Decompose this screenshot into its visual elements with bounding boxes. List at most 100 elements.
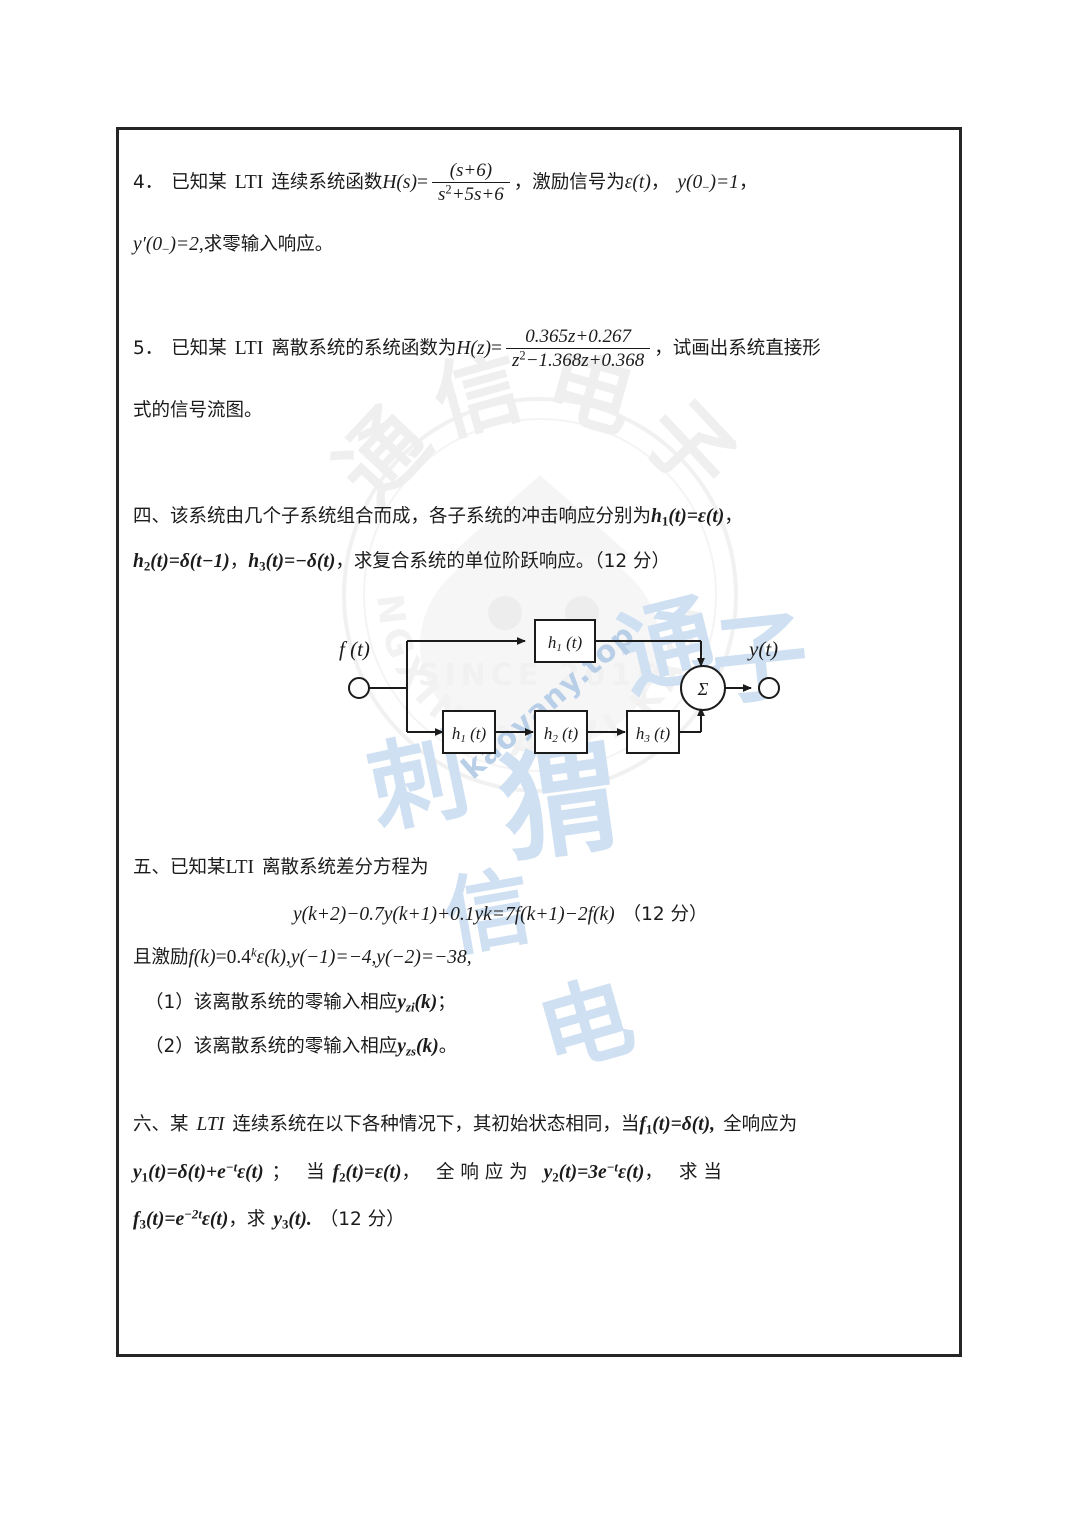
section-four-h2-expr: (t)=δ(t−1) [150, 551, 230, 572]
section-six-f1-sub: 1 [645, 1122, 653, 1137]
section-six-y3-sub: 3 [281, 1217, 289, 1232]
section-five-yzi: y [397, 992, 406, 1013]
q4-lti: LTI [234, 171, 264, 193]
q5-equals: = [491, 337, 503, 359]
q4-epsilon: ε(t) [624, 171, 651, 193]
section-five-item-1: （1）该离散系统的零输入相应yzi(k)； [145, 992, 456, 1015]
section-four-line-2: h2(t)=δ(t−1)，h3(t)=−δ(t)，求复合系统的单位阶跃响应。（1… [133, 551, 671, 574]
section-six-y1-tail: ε(t) [237, 1162, 264, 1183]
block-h1-bottom-label: h1 (t) [452, 724, 487, 745]
section-five-lti: LTI [225, 857, 255, 878]
question-5-line-2: 式的信号流图。 [133, 400, 263, 421]
section-six-f3-sub: 3 [139, 1217, 146, 1232]
q4-denominator-exp: 2 [445, 182, 452, 197]
output-node [758, 677, 780, 699]
section-six-comma-3: ，求 [228, 1209, 266, 1230]
input-node [348, 677, 370, 699]
section-six-y2-exp: −t [606, 1160, 619, 1175]
section-six-f1-expr: (t)=δ(t), [652, 1114, 716, 1135]
block-h3-label: h3 (t) [636, 724, 671, 745]
section-five-item-2: （2）该离散系统的零输入相应yzs(k)。 [145, 1036, 458, 1058]
section-six-qiu-dang: 求 当 [678, 1162, 722, 1183]
q4-yprime-minus: − [162, 242, 170, 257]
q4-y0-minus: − [702, 180, 710, 195]
section-six-y2-expr: (t)=3e [558, 1162, 607, 1183]
section-six-y2: y [543, 1162, 553, 1183]
section-six-text-a: 六、某 [133, 1114, 189, 1135]
q4-y0-post: )=1 [709, 171, 739, 193]
section-six-f3-expr: (t)=e [145, 1209, 185, 1230]
section-five-yzi-sub: zi [405, 1000, 415, 1015]
section-five-yzs: y [397, 1036, 406, 1057]
section-six-y2-tail: ε(t) [618, 1162, 645, 1183]
section-six-y1-exp: −t [225, 1160, 238, 1175]
q4-fraction: (s+6)s2+5s+6 [432, 161, 510, 204]
section-six-f3-exp: −2t [184, 1207, 202, 1222]
q4-text-a: 已知某 [171, 171, 227, 193]
section-five-marks: （12 分） [622, 904, 708, 925]
section-four-comma-1: ， [229, 551, 249, 572]
q5-denominator-post: −1.368z+0.368 [525, 350, 645, 371]
q4-denominator-pre: s [438, 184, 446, 205]
section-five-item-2-tail: 。 [438, 1036, 458, 1057]
summer-label: Σ [697, 679, 709, 699]
section-four-text-a: 四、该系统由几个子系统组合而成，各子系统的冲击响应分别为 [133, 506, 652, 527]
q4-text-c: ，激励信号为 [513, 171, 625, 193]
section-four-h2: h [133, 551, 144, 572]
section-five-fk: f(k) [188, 947, 216, 968]
section-six-y2-sub: 2 [552, 1170, 559, 1185]
section-five-yzs-arg: (k) [415, 1036, 439, 1057]
section-six-y3: y [273, 1209, 282, 1230]
q4-comma-2: ， [738, 171, 758, 193]
section-six-f1: f [639, 1114, 646, 1135]
section-four-h2-sub: 2 [143, 559, 151, 574]
section-five-item-2-text: （2）该离散系统的零输入相应 [145, 1036, 398, 1057]
block-h2-label: h2 (t) [544, 724, 579, 745]
section-five-text-b: 离散系统差分方程为 [262, 857, 429, 878]
section-five-line-3: 且激励f(k)=0.4kε(k),y(−1)=−4,y(−2)=−38, [133, 945, 472, 968]
section-four-h3: h [248, 551, 260, 572]
block-h1-top-label: h1 (t) [548, 633, 583, 654]
section-four-h3-sub: 3 [259, 559, 266, 574]
system-block-diagram: Σ f (t) y(t) h1 (t) [303, 610, 803, 770]
q5-text-c: ，试画出系统直接形 [654, 337, 821, 359]
section-five-exp-k: k [250, 945, 257, 960]
section-six-f3: f [133, 1209, 140, 1230]
q5-text-a: 已知某 [171, 337, 227, 359]
section-six-quan-xiang-ying: 全 响 应 为 [435, 1162, 528, 1183]
section-six-comma-2: ， [644, 1162, 663, 1183]
q5-denominator-exp: 2 [519, 348, 526, 363]
q4-text-b: 连续系统函数 [271, 171, 383, 193]
section-six-dang-1: 当 [306, 1162, 325, 1183]
q4-yprime-pre: y′(0 [133, 234, 163, 255]
output-label: y(t) [747, 637, 778, 661]
section-five-equation: y(k+2)−0.7y(k+1)+0.1yk=7f(k+1)−2f(k)（12 … [293, 905, 708, 925]
q5-denominator-pre: z [512, 350, 520, 371]
section-six-y1-sub: 1 [141, 1170, 149, 1185]
section-four-h1: h [651, 506, 662, 527]
q4-equals: = [417, 171, 429, 193]
q4-yprime-post: )=2, [169, 234, 204, 255]
section-five-excite-label: 且激励 [133, 947, 189, 968]
section-six-text-b: 连续系统在以下各种情况下，其初始状态相同，当 [232, 1114, 640, 1135]
section-six-f2: f [332, 1162, 340, 1183]
input-label: f (t) [339, 637, 370, 661]
q4-tail: 求零输入响应。 [203, 234, 334, 255]
section-six-f2-expr: (t)=ε(t) [345, 1162, 402, 1183]
section-five-initial-conditions: ε(k),y(−1)=−4,y(−2)=−38, [256, 947, 472, 968]
section-four-line-1: 四、该系统由几个子系统组合而成，各子系统的冲击响应分别为h1(t)=ε(t)， [133, 506, 743, 528]
section-five-eq-b: =0.4 [215, 947, 251, 968]
q4-denominator-post: +5s+6 [451, 184, 504, 205]
section-four-comma: ， [724, 506, 743, 527]
section-four-tail: ，求复合系统的单位阶跃响应。（12 分） [335, 551, 671, 572]
section-six-comma-1: ， [401, 1162, 420, 1183]
